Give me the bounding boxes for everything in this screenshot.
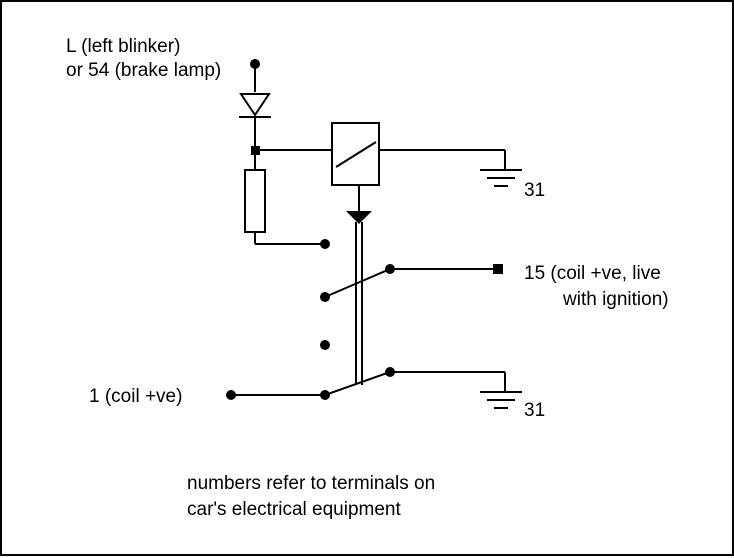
contact-middle-dot [320,340,330,350]
linkage-arrow [346,211,372,224]
switch-arm-upper [324,268,391,298]
ground-top-label: 31 [524,180,545,201]
relay-coil-symbol [331,122,380,186]
terminal-1-label: 1 (coil +ve) [89,386,182,407]
ground-symbol-bottom [480,391,522,409]
terminal-l-label-line2: or 54 (brake lamp) [66,60,221,81]
ground-bottom-label: 31 [524,400,545,421]
terminal-15-label-line2: with ignition) [562,289,669,310]
terminal-15-dot [493,264,503,274]
diode-symbol [239,93,271,118]
terminal-15-label-line1: 15 (coil +ve, live [524,263,661,284]
note-line2: car's electrical equipment [187,499,401,520]
resistor-symbol [244,169,266,233]
terminal-l-label-line1: L (left blinker) [66,36,180,57]
note-line1: numbers refer to terminals on [187,473,435,494]
switch-arm-lower [324,371,391,396]
ground-symbol-top [480,169,522,187]
contact-resistor-dot [320,239,330,249]
